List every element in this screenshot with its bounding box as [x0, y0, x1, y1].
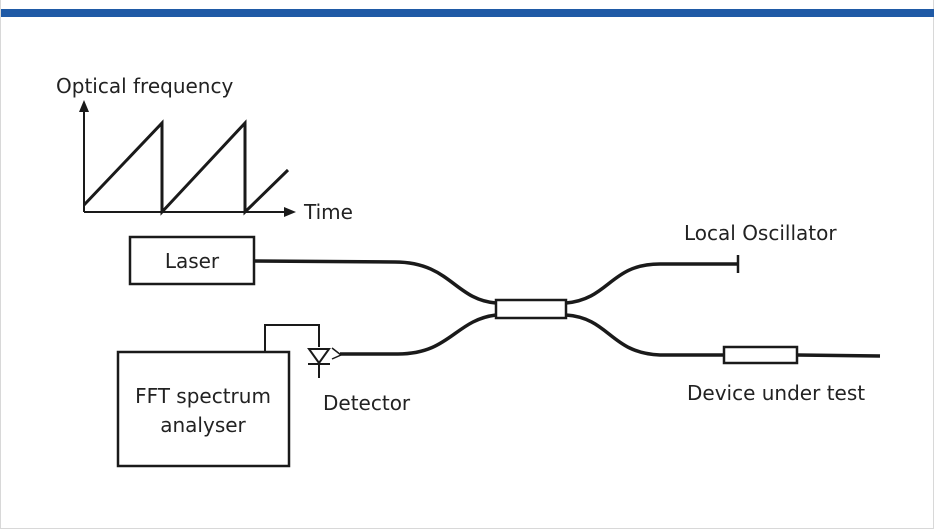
accent-bar	[1, 9, 934, 17]
fibre-paths	[253, 259, 881, 358]
y-axis-arrow-icon	[79, 100, 89, 112]
x-axis-label: Time	[303, 200, 353, 224]
laser-label: Laser	[165, 249, 220, 273]
fft-analyser-label-line1: FFT spectrum	[135, 384, 271, 408]
dut-output-fibre	[796, 353, 881, 358]
x-axis-arrow-icon	[284, 207, 296, 217]
fibre-coupler	[494, 298, 568, 320]
fft-analyser-block: FFT spectrum analyser	[116, 350, 291, 468]
fft-analyser-box	[116, 350, 291, 468]
y-axis-label: Optical frequency	[56, 74, 233, 98]
detector-signal-wire	[264, 324, 320, 352]
fft-analyser-label-line2: analyser	[160, 413, 246, 437]
local-oscillator-fibre	[565, 262, 738, 305]
local-oscillator-label: Local Oscillator	[684, 221, 837, 245]
laser-block: Laser	[128, 235, 256, 286]
detector-diode-icon	[307, 347, 342, 378]
device-under-test-box	[722, 345, 799, 365]
detector-label: Detector	[323, 391, 411, 415]
detector-fibre	[340, 313, 497, 356]
laser-box	[128, 235, 256, 286]
frequency-time-graph: Optical frequency Time	[56, 74, 353, 224]
device-under-test-label: Device under test	[687, 381, 865, 405]
laser-fibre	[253, 259, 497, 305]
dut-fibre	[565, 313, 724, 357]
sawtooth-waveform	[82, 119, 290, 216]
